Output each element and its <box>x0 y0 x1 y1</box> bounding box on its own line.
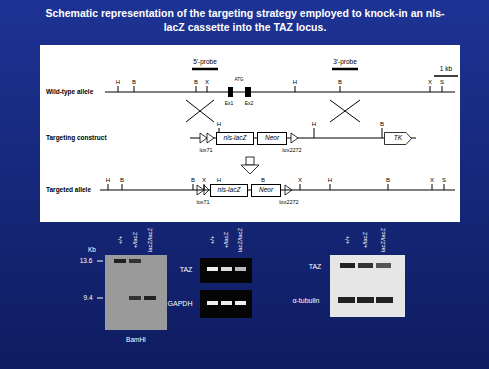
size-label: Kb <box>88 247 96 254</box>
western-blot <box>330 255 405 317</box>
site-letter: H <box>217 121 221 127</box>
cassette-box: nls-lacZ <box>216 132 254 145</box>
site-letter: X <box>205 79 209 85</box>
probe-bar <box>332 68 358 71</box>
cassette-box: nls-lacZ <box>210 184 248 197</box>
lox-label: lox2272 <box>279 200 298 206</box>
allele-label: Targeted allele <box>46 187 91 194</box>
lane-label: lacZ/lacZ <box>147 228 153 252</box>
rtpcr-gel <box>200 258 252 318</box>
site-letter: B <box>194 79 198 85</box>
lane-label: +/+ <box>117 236 123 245</box>
allele-label: Wild-type allele <box>46 89 93 96</box>
site-letter: H <box>217 177 221 183</box>
title: Schematic representation of the targetin… <box>45 7 445 34</box>
cassette-box: Neor <box>251 184 281 197</box>
wildtype-line <box>105 86 455 92</box>
site-letter: H <box>116 79 120 85</box>
site-letter: H <box>328 177 332 183</box>
lane-label: +/+ <box>344 236 350 245</box>
tk-cassette: TK <box>384 132 412 145</box>
size-label: 9.4 <box>83 295 92 302</box>
site-letter: X <box>430 177 434 183</box>
lane-label: +/lacZ <box>223 232 229 249</box>
cassette-label: nls-lacZ <box>218 187 241 194</box>
probe-bar <box>192 68 218 71</box>
site-letter: X <box>298 177 302 183</box>
site-letter: B <box>386 177 390 183</box>
site-letter: S <box>440 79 444 85</box>
lane-label: +/+ <box>209 236 215 245</box>
site-letter: S <box>442 177 446 183</box>
site-letter: B <box>191 177 195 183</box>
cassette-label: Neor <box>259 187 273 194</box>
site-letter: B <box>132 79 136 85</box>
crossover <box>186 100 360 122</box>
cassette-label: Neor <box>265 135 279 142</box>
scale-bar <box>434 75 458 77</box>
lane-label: +/lacZ <box>132 232 138 249</box>
exon <box>228 87 233 97</box>
lox-label: lox71 <box>199 148 212 154</box>
band-label: α-tubulin <box>292 297 319 304</box>
site-letter: B <box>261 177 265 183</box>
lane-label: lacZ/lacZ <box>237 228 243 252</box>
site-letter: H <box>106 177 110 183</box>
lox-label: lox2272 <box>282 148 301 154</box>
site-letter: H <box>293 79 297 85</box>
down-arrow <box>241 157 259 174</box>
band-label: TAZ <box>180 266 193 273</box>
lane-label: +/lacZ <box>362 232 368 249</box>
cassette-label: TK <box>394 135 402 142</box>
enzyme-label: BamHI <box>126 337 146 344</box>
lane-label: lacZ/lacZ <box>380 228 386 252</box>
probe-label: 3'-probe <box>333 59 357 66</box>
southern-blot <box>97 255 167 330</box>
site-letter: X <box>202 177 206 183</box>
site-letter: B <box>120 177 124 183</box>
site-letter: H <box>312 121 316 127</box>
band-label: GAPDH <box>168 300 193 307</box>
site-letter: B <box>338 79 342 85</box>
cassette-label: nls-lacZ <box>224 135 247 142</box>
site-letter: B <box>380 121 384 127</box>
band-label: TAZ <box>309 263 322 270</box>
site-letter: X <box>428 79 432 85</box>
exon-label: Ex2 <box>245 101 254 106</box>
scale-label: 1 kb <box>440 66 452 73</box>
exon <box>245 87 251 97</box>
exon-label: ATG <box>235 78 244 83</box>
probe-label: 5'-probe <box>193 59 217 66</box>
map-panel <box>40 45 460 222</box>
lox-label: lox71 <box>196 200 209 206</box>
size-label: 13.6 <box>80 258 93 265</box>
allele-label: Targeting construct <box>46 135 107 142</box>
exon-label: Ex1 <box>225 101 234 106</box>
cassette-box: Neor <box>257 132 287 145</box>
